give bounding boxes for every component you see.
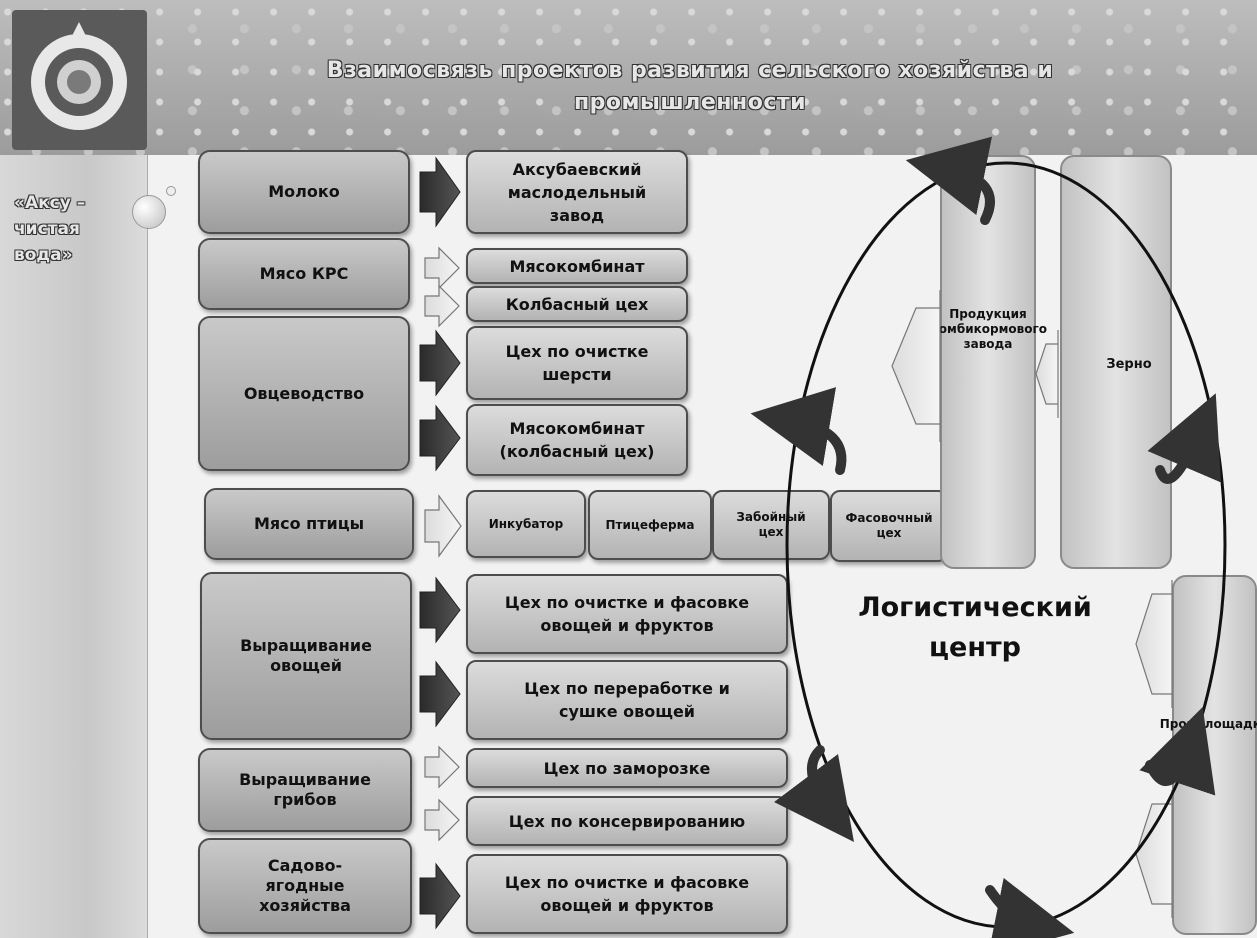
source-beef: Мясо КРС <box>198 238 410 310</box>
slogan: «Аксу – чистая вода» <box>14 193 86 265</box>
sidebar <box>0 155 148 938</box>
logo <box>12 10 147 150</box>
target-wool-cleaning: Цех по очистке шерсти <box>466 326 688 400</box>
target-sausage-shop: Колбасный цех <box>466 286 688 322</box>
circular-arrow-icon <box>750 136 1222 938</box>
source-berries: Садово-ягодные хозяйства <box>198 838 412 934</box>
arrow-dark <box>419 156 461 930</box>
target-veg-drying: Цех по переработке и сушке овощей <box>466 660 788 740</box>
target-incubator: Инкубатор <box>466 490 586 558</box>
target-fruit-packing: Цех по очистке и фасовке овощей и фрукто… <box>466 854 788 934</box>
source-poultry: Мясо птицы <box>204 488 414 560</box>
source-mushrooms: Выращивание грибов <box>198 748 412 832</box>
logistics-center-label: Логистический центр <box>858 592 1092 663</box>
bubble-icon <box>132 195 166 229</box>
target-meat-plant-sausage: Мясокомбинат (колбасный цех) <box>466 404 688 476</box>
source-vegetables: Выращивание овощей <box>200 572 412 740</box>
column-grain: Зерно <box>1060 155 1172 569</box>
target-poultry-farm: Птицеферма <box>588 490 712 560</box>
header-banner <box>0 0 1257 155</box>
page-title: Взаимосвязь проектов развития сельского … <box>326 58 1054 115</box>
source-milk: Молоко <box>198 150 410 234</box>
source-sheep: Овцеводство <box>198 316 410 471</box>
target-slaughter-shop: Забойный цех <box>712 490 830 560</box>
arrow-light <box>424 246 1173 918</box>
target-meat-plant: Мясокомбинат <box>466 248 688 284</box>
emblem-icon <box>31 22 127 130</box>
target-butter-plant: Аксубаевский маслодельный завод <box>466 150 688 234</box>
bubble-icon <box>166 186 176 196</box>
target-canning: Цех по консервированию <box>466 796 788 846</box>
target-veg-packing: Цех по очистке и фасовке овощей и фрукто… <box>466 574 788 654</box>
